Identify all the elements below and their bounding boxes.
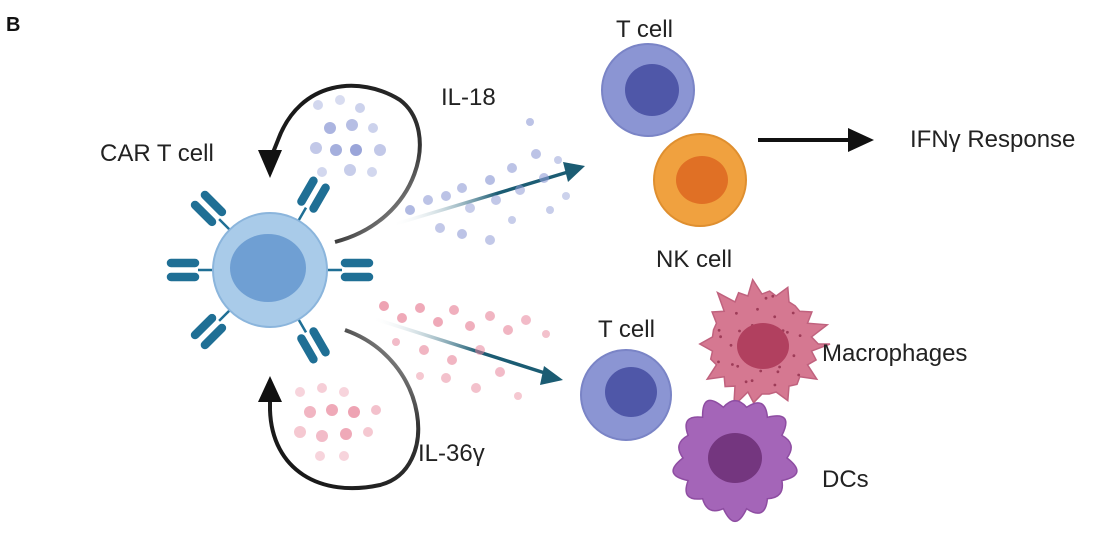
il36g-label: IL-36γ (418, 440, 485, 467)
car-receptor (165, 257, 215, 283)
macrophage (698, 277, 831, 408)
nk-cell (653, 133, 747, 227)
il36g-cytokine-dots (294, 301, 550, 461)
car-t-cell-nucleus (230, 234, 306, 302)
ifng-arrow (758, 128, 874, 152)
macrophage-nucleus (737, 323, 789, 369)
il18-label: IL-18 (441, 84, 496, 111)
il18-paracrine-arrow (391, 162, 585, 227)
t-cell-bottom (580, 349, 672, 441)
dendritic-cell (672, 399, 798, 523)
car-receptor (189, 189, 232, 232)
car-receptors (165, 175, 375, 365)
t-cell-bottom-label: T cell (598, 316, 655, 343)
nk-cell-label: NK cell (656, 246, 733, 273)
car-receptor (189, 308, 232, 351)
t-cell-top-label: T cell (616, 16, 673, 43)
car-receptor (295, 317, 332, 365)
ifng-response-label: IFNγ Response (910, 126, 1076, 153)
il18-cytokine-dots (310, 95, 570, 245)
car-receptor (325, 257, 375, 283)
car-t-cell-label: CAR T cell (100, 140, 214, 167)
dcs-label: DCs (822, 466, 869, 493)
car-t-cell (165, 175, 375, 365)
il36g-paracrine-arrow (371, 316, 563, 385)
dc-nucleus (708, 433, 762, 483)
il36g-autocrine-loop (258, 328, 421, 491)
macrophages-label: Macrophages (822, 340, 968, 367)
t-cell-top (601, 43, 695, 137)
panel-letter: B (6, 14, 21, 36)
il18-autocrine-loop (258, 83, 422, 244)
